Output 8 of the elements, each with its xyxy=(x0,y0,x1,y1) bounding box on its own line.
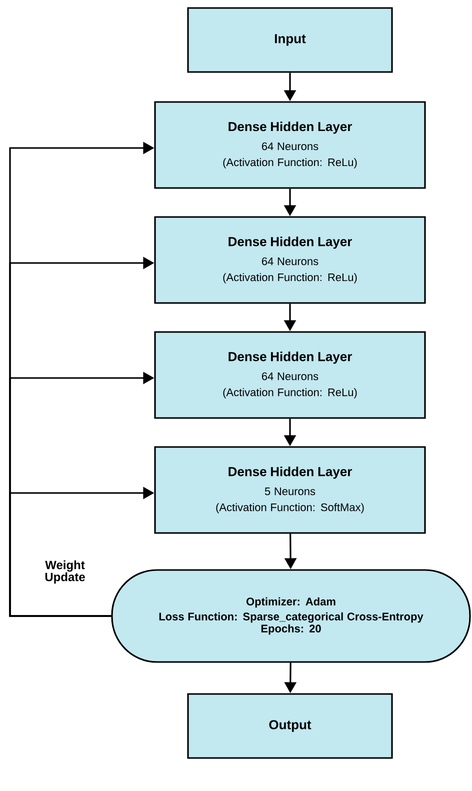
process-box: Input xyxy=(187,7,393,73)
layer-box: Dense Hidden Layer 64 Neurons (Activation Function: ReLu) xyxy=(154,331,426,419)
layer-box: Dense Hidden Layer 5 Neurons (Activation Function: SoftMax) xyxy=(154,446,426,534)
layer-box: Dense Hidden Layer 64 Neurons (Activation Function: ReLu) xyxy=(154,216,426,304)
layer-box: Dense Hidden Layer 64 Neurons (Activation Function: ReLu) xyxy=(154,101,426,189)
side-label: Weight Update xyxy=(45,560,85,584)
optimizer-stadium: Optimizer: Adam Loss Function: Sparse_categorical Cross-Entropy Epochs: 20 xyxy=(111,569,471,663)
process-box: Output xyxy=(187,693,393,759)
